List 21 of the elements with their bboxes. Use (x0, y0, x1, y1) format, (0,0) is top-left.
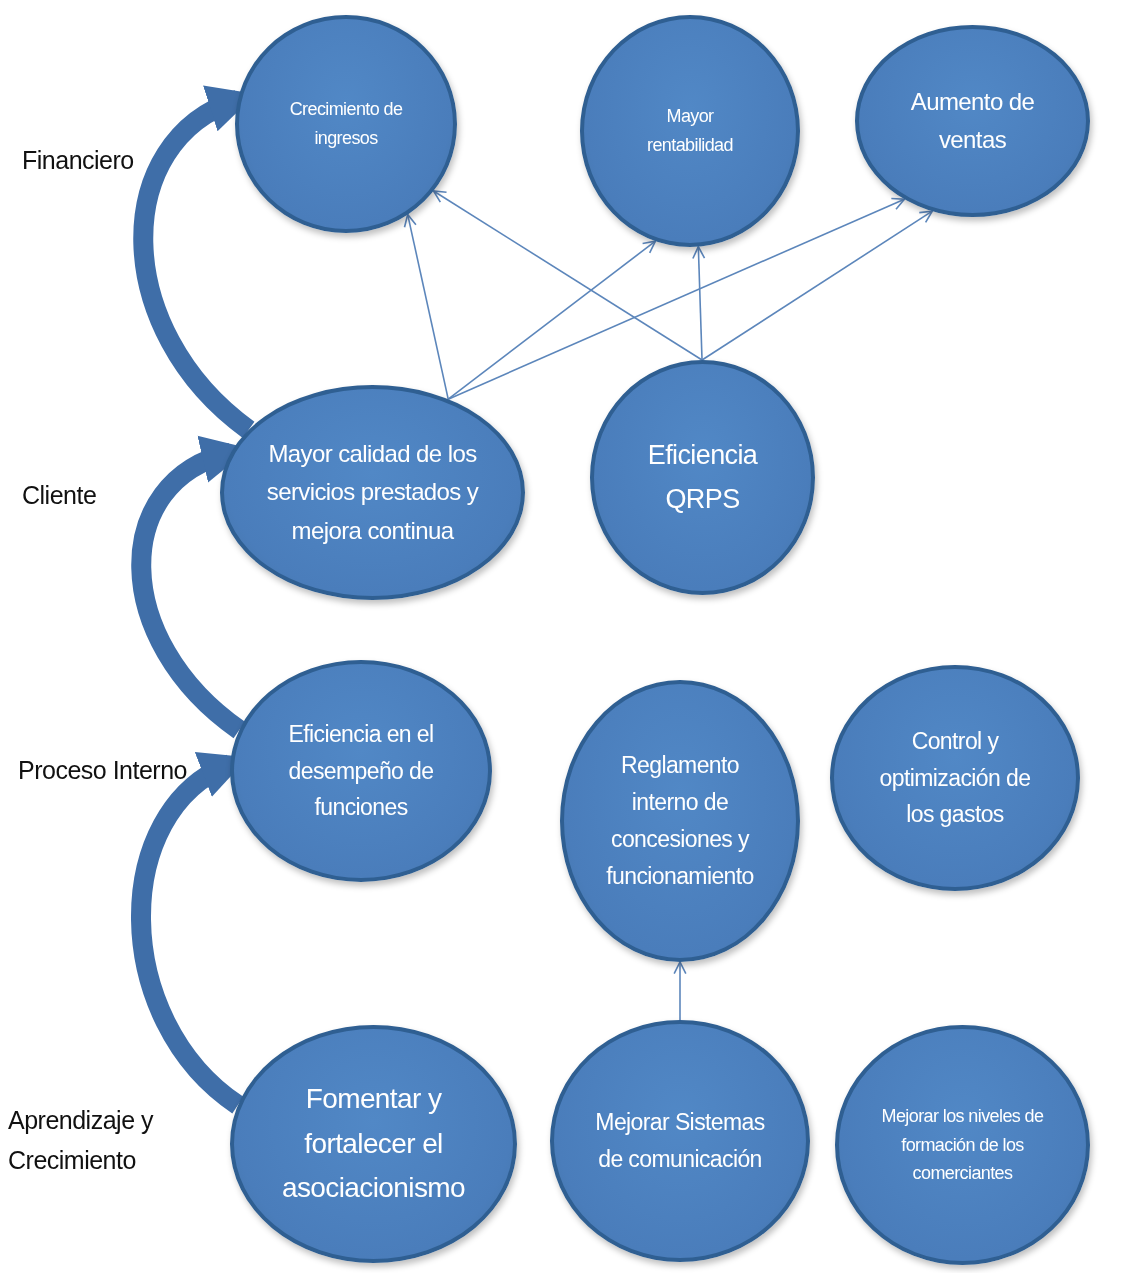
objective-text: Mayor calidad de los servicios prestados y mejora continua (265, 438, 480, 546)
objective-text: Mejorar Sistemas de comunicación (594, 1108, 766, 1174)
arrow (447, 240, 657, 400)
perspective-label: Aprendizaje y Crecimiento (8, 1105, 155, 1176)
objective-text: Eficiencia QRPS (646, 439, 759, 516)
objective-text: Crecimiento de ingresos (288, 98, 404, 150)
objective-text: Reglamento interno de concesiones y funcionamiento (605, 751, 755, 891)
objective-text: Mayor rentabilidad (646, 105, 734, 157)
arrow (403, 213, 449, 400)
arrow (432, 190, 703, 361)
arrow (673, 961, 687, 1021)
perspective-label: Financiero (22, 145, 135, 176)
objective-text: Fomentar y fortalecer el asociacionismo (281, 1081, 466, 1206)
objective-text: Mejorar los niveles de formación de los comerciantes (880, 1104, 1045, 1186)
perspective-label: Proceso Interno (18, 755, 188, 786)
objective-text: Control y optimización de los gastos (878, 726, 1032, 830)
objective-text: Eficiencia en el desempeño de funciones (287, 719, 435, 823)
perspective-label: Cliente (22, 480, 98, 511)
arrow (701, 210, 934, 361)
arrow (692, 245, 706, 361)
objective-text: Aumento de ventas (909, 86, 1036, 155)
